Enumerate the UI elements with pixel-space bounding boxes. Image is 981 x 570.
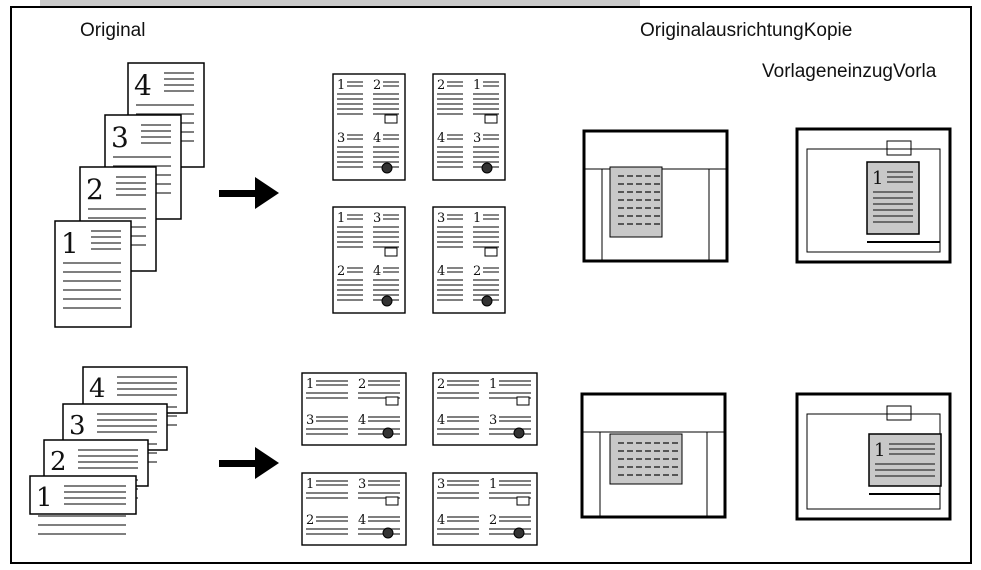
copy-sheet-portrait: 3 1 4 2 [432,206,506,314]
original-stack-landscape: 432 1 [29,366,188,535]
copy-cell-number: 3 [373,211,381,226]
copy-cell-number: 2 [473,264,481,279]
copy-cell-number: 1 [337,78,345,93]
copy-sheet-portrait: 2 1 4 3 [432,73,506,181]
copy-cell-number: 4 [373,264,381,279]
original-sheet-number: 4 [134,69,152,102]
copy-sheet-landscape: 1 2 3 4 [301,372,407,446]
feeder-original [868,433,942,487]
copy-cell-number: 4 [437,413,445,428]
original-sheet-number: 3 [111,121,129,154]
placed-original [609,166,663,238]
cropped-top-text [40,0,640,6]
copy-cell-number: 3 [358,477,366,492]
copy-cell-number: 2 [337,264,345,279]
copy-cell-number: 1 [473,211,481,226]
original-sheet-number: 2 [86,173,104,206]
original-sheet-number: 1 [36,483,53,513]
copy-cell-number: 4 [358,413,366,428]
original-sheet [54,220,132,328]
copy-cell-number: 3 [337,131,345,146]
diagram-frame [10,6,972,564]
copy-cell-number: 2 [489,513,497,528]
copy-cell-number: 2 [437,78,445,93]
feeder-sheet-number: 1 [874,440,885,461]
copy-cell-number: 4 [373,131,381,146]
platen-view-portrait [582,129,729,263]
feeder-view-landscape: 1 [795,392,952,521]
copy-cell-number: 2 [437,377,445,392]
feeder-sheet-number: 1 [872,168,883,189]
copy-cell-number: 1 [489,377,497,392]
copy-cell-number: 4 [358,513,366,528]
copy-cell-number: 3 [437,211,445,226]
copy-cell-number: 4 [437,513,445,528]
copy-cell-number: 2 [358,377,366,392]
copy-cell-number: 2 [306,513,314,528]
copy-cell-number: 1 [306,377,314,392]
original-sheet [29,475,137,515]
copy-sheet-landscape: 1 3 2 4 [301,472,407,546]
original-sheet-number: 4 [89,374,106,404]
platen-view-landscape [580,392,727,519]
copy-cell-number: 3 [437,477,445,492]
copy-sheet-landscape: 3 1 4 2 [432,472,538,546]
copy-sheet-landscape: 2 1 4 3 [432,372,538,446]
feeder-label: VorlageneinzugVorla [762,61,937,82]
copy-cell-number: 2 [373,78,381,93]
arrow-right-icon [219,177,279,209]
copy-cell-number: 4 [437,131,445,146]
copy-cell-number: 4 [437,264,445,279]
copy-sheet-portrait: 1 3 2 4 [332,206,406,314]
copy-cell-number: 3 [306,413,314,428]
copy-cell-number: 1 [489,477,497,492]
copy-cell-number: 1 [306,477,314,492]
copy-cell-number: 1 [473,78,481,93]
arrow-right-icon [219,447,279,479]
original-sheet-number: 2 [50,447,67,477]
feeder-view-portrait: 1 [795,127,952,264]
copy-cell-number: 3 [473,131,481,146]
original-label: Original [80,20,146,41]
orientation-label: OriginalausrichtungKopie [640,20,853,41]
copy-cell-number: 3 [489,413,497,428]
copy-cell-number: 1 [337,211,345,226]
original-sheet-number: 1 [61,227,79,260]
original-sheet-number: 3 [69,411,86,441]
copy-sheet-portrait: 1 2 3 4 [332,73,406,181]
